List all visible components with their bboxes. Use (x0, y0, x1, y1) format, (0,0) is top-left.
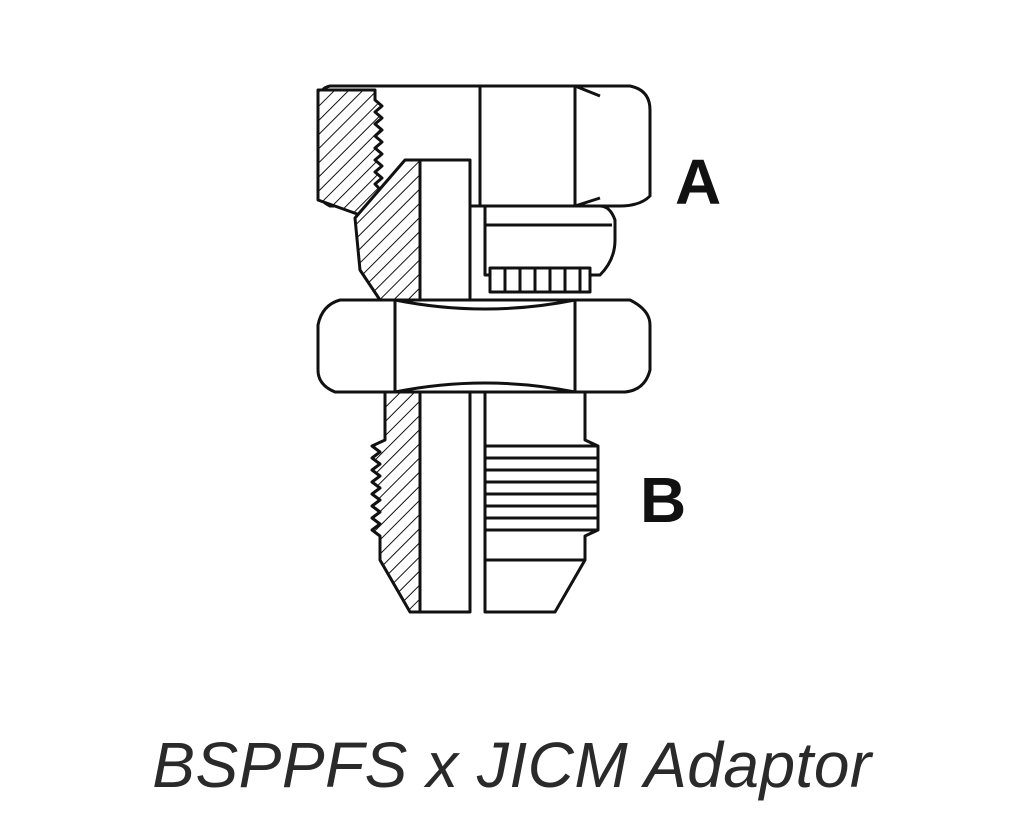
male-jic-b (483, 390, 600, 614)
male-jic-section-hatch (370, 390, 472, 614)
label-a: A (675, 146, 721, 218)
body-hex (316, 298, 652, 394)
label-b: B (640, 464, 686, 536)
diagram-caption: BSPPFS x JICM Adaptor (152, 729, 872, 801)
stem-section (353, 158, 472, 302)
swivel-collar (483, 204, 617, 294)
